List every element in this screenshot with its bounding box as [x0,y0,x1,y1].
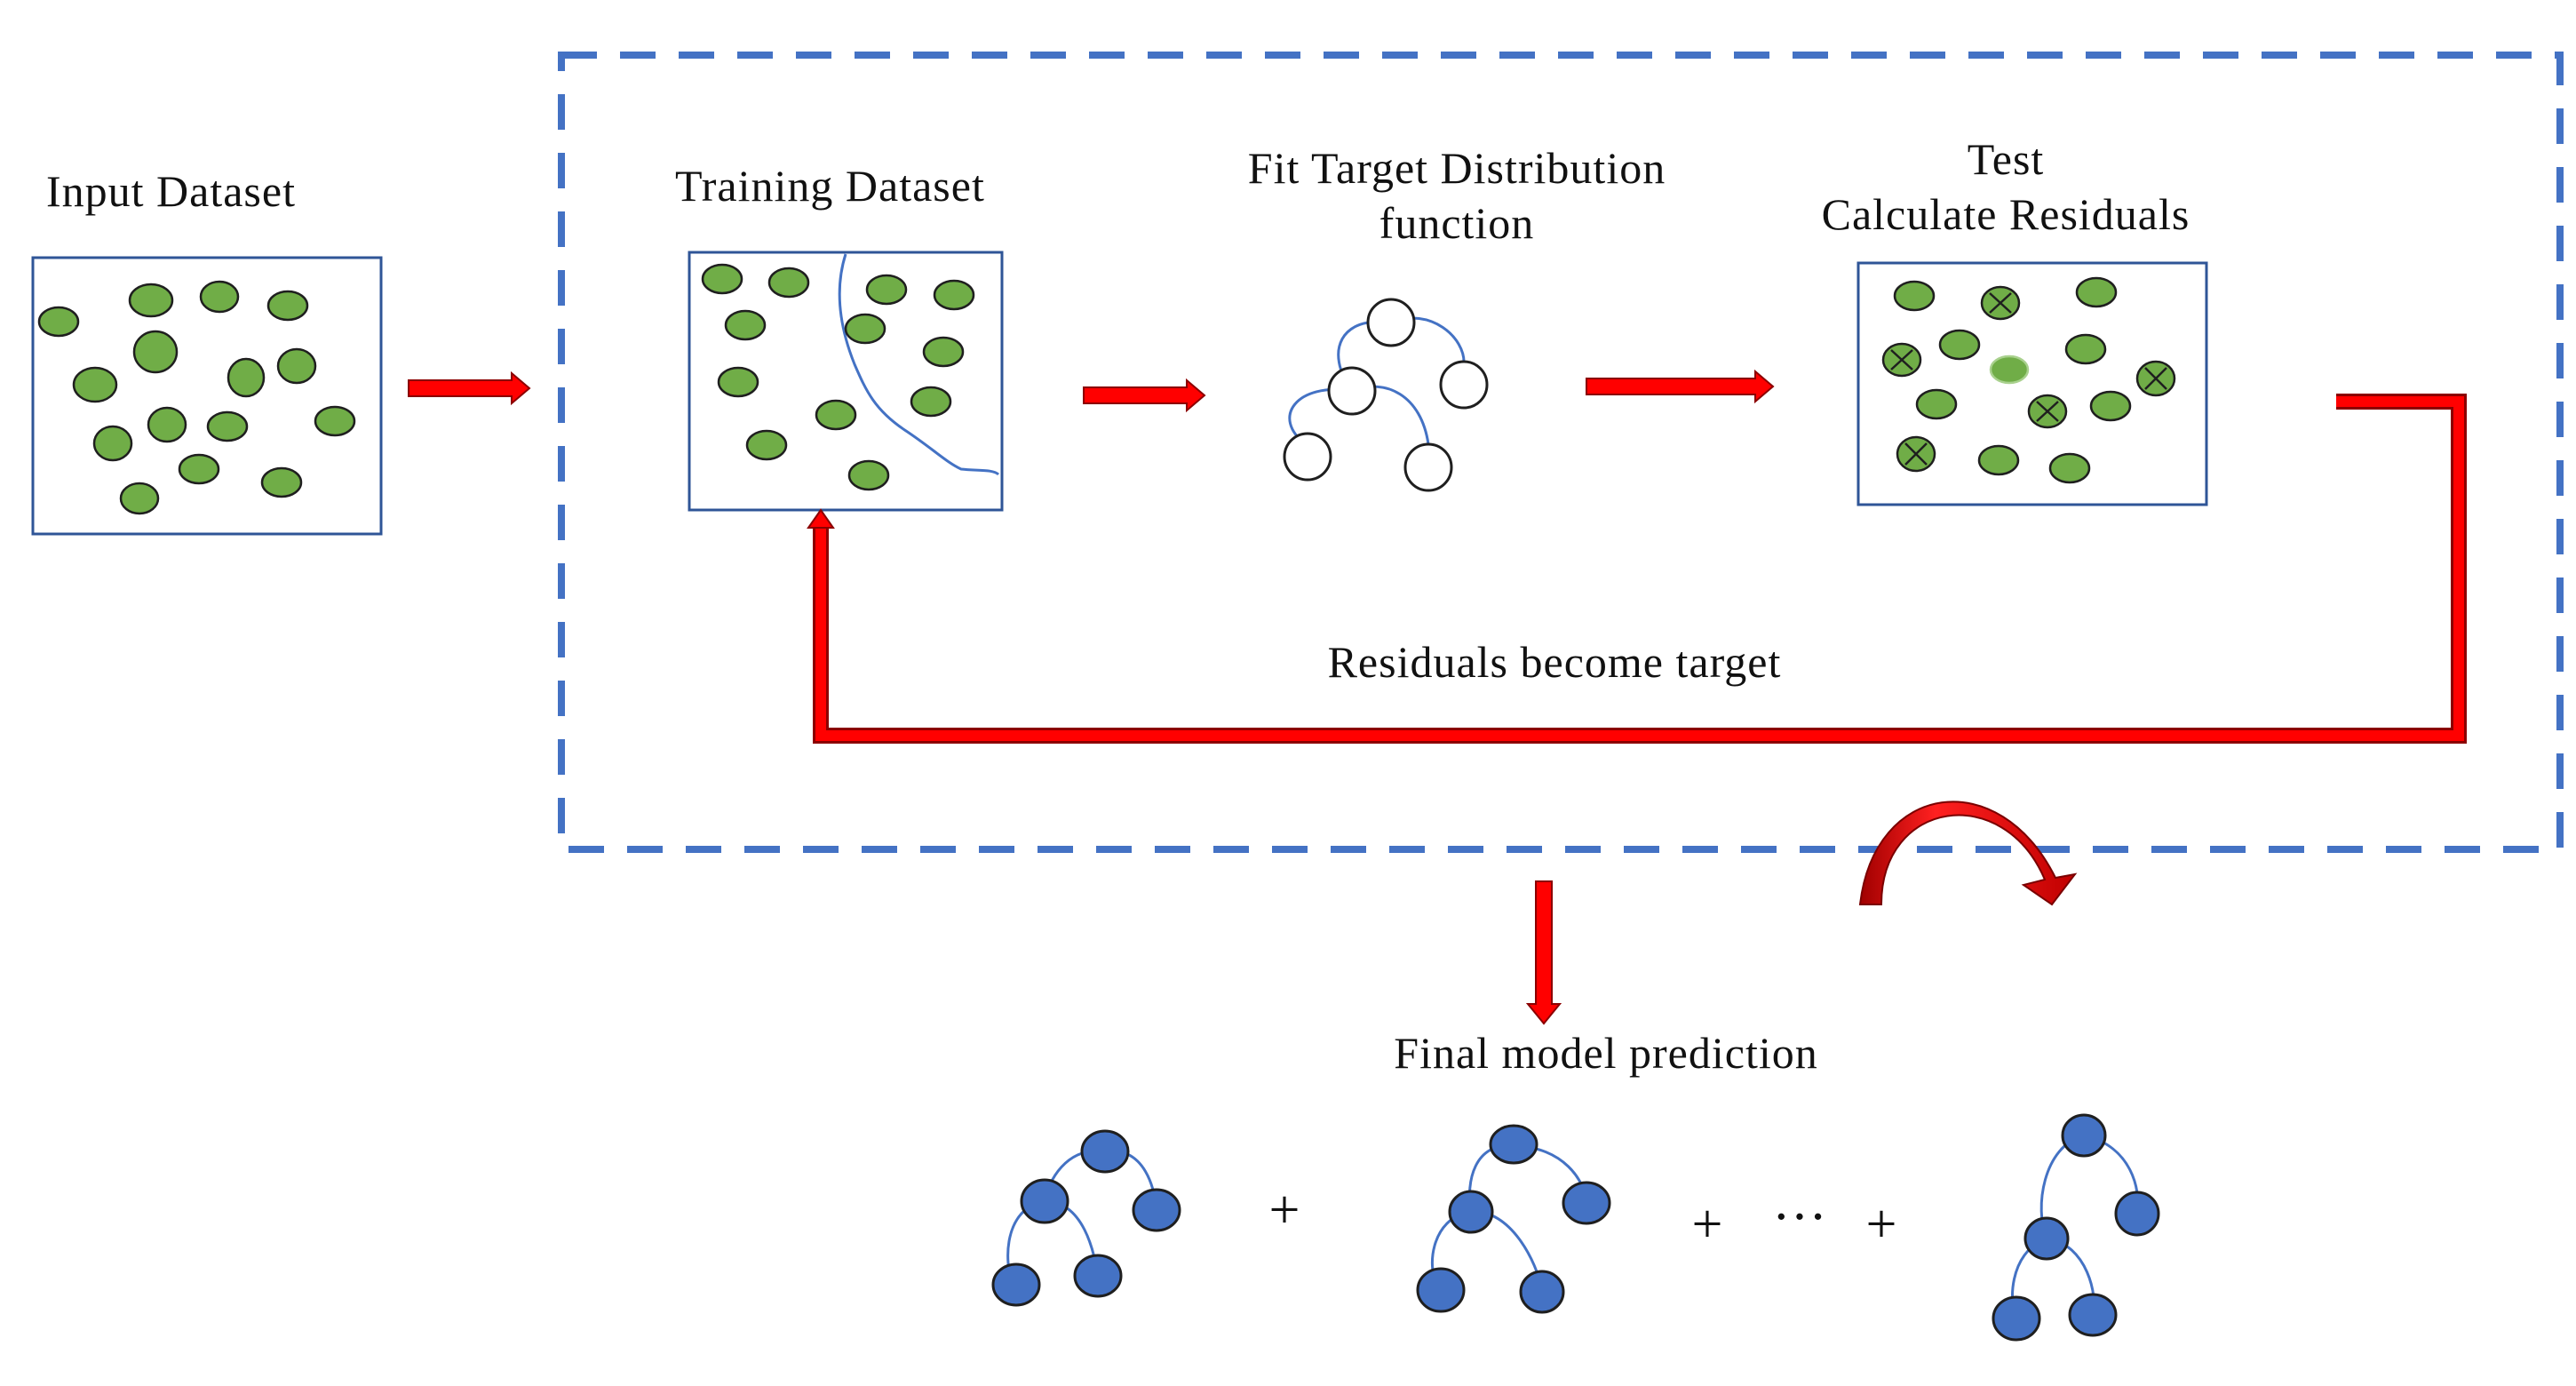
data-point [199,280,240,314]
data-point [206,410,249,442]
data-point [922,336,965,368]
arrow-loop-to-final [1525,880,1562,1025]
data-point [92,425,133,462]
tree-node [991,1263,1041,1307]
data-point [2089,390,2132,422]
data-point [2064,333,2107,365]
test-label-line1: Test [1968,134,2045,184]
data-point [147,406,187,443]
fit-label-line1: Fit Target Distribution [1248,143,1666,193]
x-circle-icon [2135,360,2176,397]
tree-node [1073,1254,1123,1298]
final-model-prediction-label: Final model prediction [1394,1028,1817,1078]
tree-node [1519,1270,1565,1314]
arrow-input-to-training [408,370,531,406]
tree-node [1283,432,1332,482]
tree-node [1403,442,1453,492]
fit-label-line2: function [1379,198,1535,248]
misclassified-points [1881,285,2176,473]
data-point [178,453,220,485]
training-dataset-label: Training Dataset [675,161,985,211]
tree-node [1439,360,1489,410]
x-circle-icon [1980,285,2021,321]
tree-node [1366,298,1416,347]
data-point [128,283,174,318]
ensemble-tree-1 [991,1129,1181,1307]
tree-node [1992,1295,2041,1342]
plus-operator: + [1269,1180,1300,1240]
x-circle-icon [2027,394,2068,429]
data-point [844,313,886,345]
data-point [815,399,857,431]
test-residuals-box [1856,261,2208,506]
curved-arrow-icon [1858,801,2078,906]
data-point [227,357,266,398]
data-point [745,429,788,461]
plus-operator: + [1692,1194,1723,1255]
training-dataset-box [688,251,1004,512]
data-point [276,347,317,385]
data-point [1893,280,1936,312]
data-point [2048,452,2091,484]
data-point [767,267,810,299]
tree-node [1448,1190,1494,1234]
data-point [717,366,759,398]
iteration-loop-boundary [558,52,2564,853]
input-dataset-box [31,256,383,536]
data-point [724,309,767,341]
data-point [701,263,743,295]
data-point [865,274,908,306]
plus-operator: + [1866,1194,1897,1255]
tree-node [1080,1129,1130,1174]
data-point [266,290,309,322]
tree-node [2114,1191,2160,1237]
data-point [132,330,179,374]
x-circle-icon [1896,435,1936,473]
tree-node [1327,366,1377,416]
data-point [72,366,118,403]
arrow-training-to-fit [1083,378,1206,413]
ensemble-tree-2 [1416,1124,1611,1314]
ensemble-tree-n [1992,1113,2160,1342]
data-point [1989,354,2030,385]
tree-node [1020,1178,1069,1224]
data-point [2075,276,2118,308]
data-point [37,306,80,338]
data-point [1977,444,2020,476]
data-point [119,482,160,515]
data-point [1938,329,1981,361]
residuals-become-target-label: Residuals become target [1328,637,1782,687]
data-point [847,459,890,491]
tree-node [2023,1216,2070,1261]
input-dataset-label: Input Dataset [46,166,296,216]
tree-node [2068,1293,2118,1337]
arrow-fit-to-test [1586,369,1775,404]
test-label-line2: Calculate Residuals [1822,189,2190,239]
data-point [1915,388,1958,420]
tree-node [1562,1181,1611,1225]
feedback-arrow-head [807,508,835,529]
tree-node [1416,1267,1466,1313]
data-point [933,279,975,311]
data-point [260,466,303,498]
data-point [910,386,952,418]
tree-node [2061,1113,2107,1158]
data-point [314,405,356,437]
x-circle-icon [1881,342,1922,378]
tree-node [1489,1124,1538,1165]
ellipsis-operator: ··· [1772,1187,1827,1247]
fitted-tree [1283,298,1489,492]
decision-boundary [838,253,1000,476]
tree-node [1132,1188,1181,1232]
